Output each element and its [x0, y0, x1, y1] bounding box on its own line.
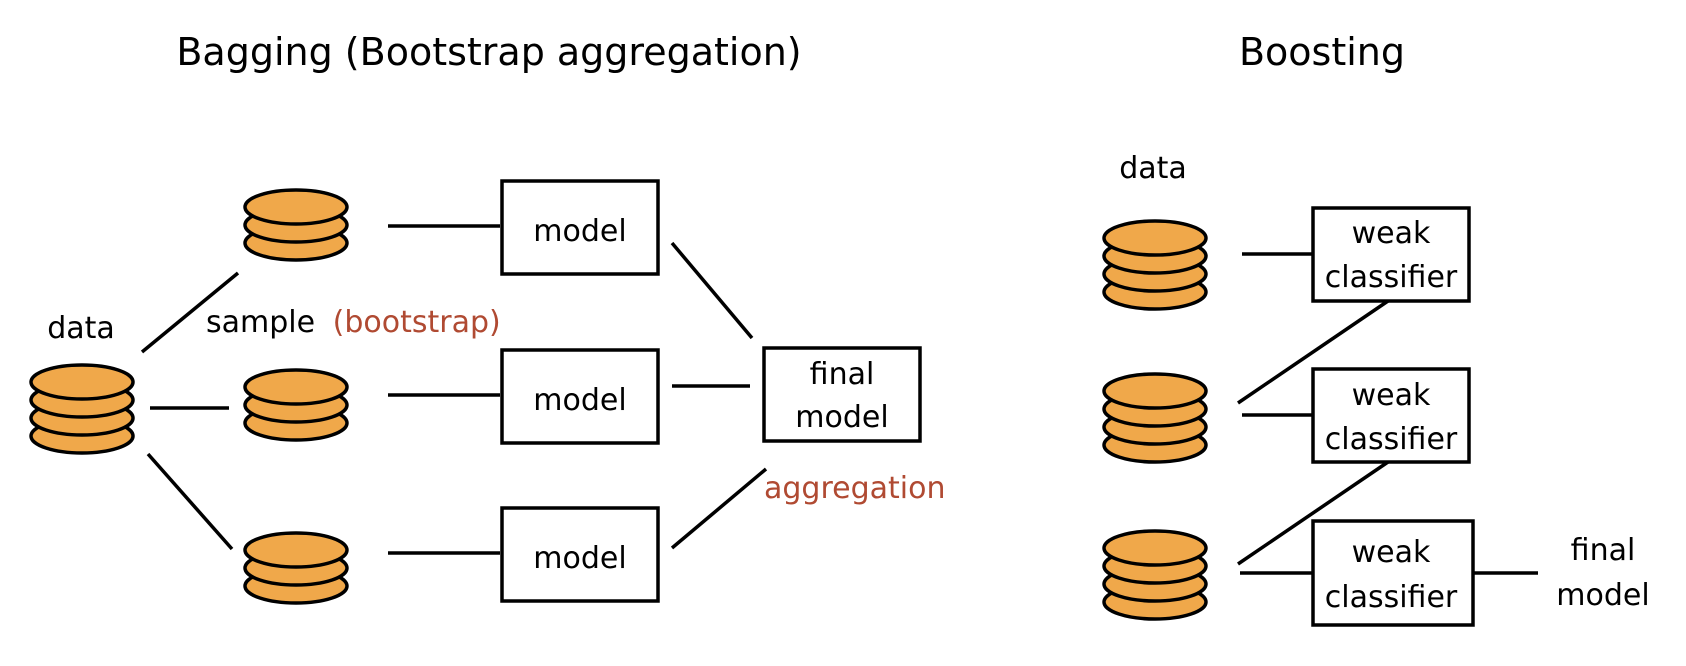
final-model-box: [762, 346, 922, 443]
weak-classifier-box-3: [1311, 519, 1475, 627]
aggregation-label: aggregation: [764, 471, 946, 506]
sample-label: sample (bootstrap): [206, 305, 501, 340]
weak-classifier-3-line2: classifier: [1325, 580, 1458, 615]
weak-classifier-2-line2: classifier: [1325, 422, 1458, 457]
connector-weak2-stack3: [1237, 460, 1389, 566]
model-label-3: model: [533, 541, 626, 576]
final-model-line1: final: [810, 357, 875, 392]
bootstrap-sample-stack-1: [243, 188, 349, 262]
model-label-1: model: [533, 214, 626, 249]
boosting-final-line1: final: [1571, 533, 1636, 568]
bootstrap-text: (bootstrap): [333, 305, 501, 340]
bootstrap-sample-stack-3: [243, 531, 349, 605]
bootstrap-sample-stack-2: [243, 368, 349, 442]
weak-classifier-1-line1: weak: [1352, 216, 1431, 251]
connector-weak1-stack2: [1237, 299, 1389, 405]
boosting-data-stack-1: [1102, 219, 1208, 311]
sample-text: sample: [206, 305, 315, 340]
boosting-data-stack-2: [1102, 372, 1208, 464]
boosting-title: Boosting: [1239, 30, 1405, 74]
boosting-data-label: data: [1119, 151, 1187, 186]
weak-classifier-box-1: [1311, 206, 1471, 303]
connector-data-sample1: [140, 271, 240, 354]
model-box-1: [500, 179, 660, 276]
bagging-data-label: data: [47, 311, 115, 346]
weak-classifier-box-2: [1311, 367, 1471, 464]
weak-classifier-3-line1: weak: [1352, 535, 1431, 570]
final-model-line2: model: [795, 400, 888, 435]
connector-model3-final: [670, 467, 768, 550]
model-box-2: [500, 348, 660, 445]
weak-classifier-2-line1: weak: [1352, 378, 1431, 413]
boosting-final-line2: model: [1556, 578, 1649, 613]
model-box-3: [500, 506, 660, 603]
weak-classifier-1-line2: classifier: [1325, 260, 1458, 295]
boosting-data-stack-3: [1102, 529, 1208, 621]
connector-data-sample3: [146, 452, 234, 551]
connector-model1-final: [670, 241, 754, 340]
bagging-title: Bagging (Bootstrap aggregation): [176, 30, 801, 74]
bagging-data-stack: [29, 363, 135, 455]
model-label-2: model: [533, 383, 626, 418]
